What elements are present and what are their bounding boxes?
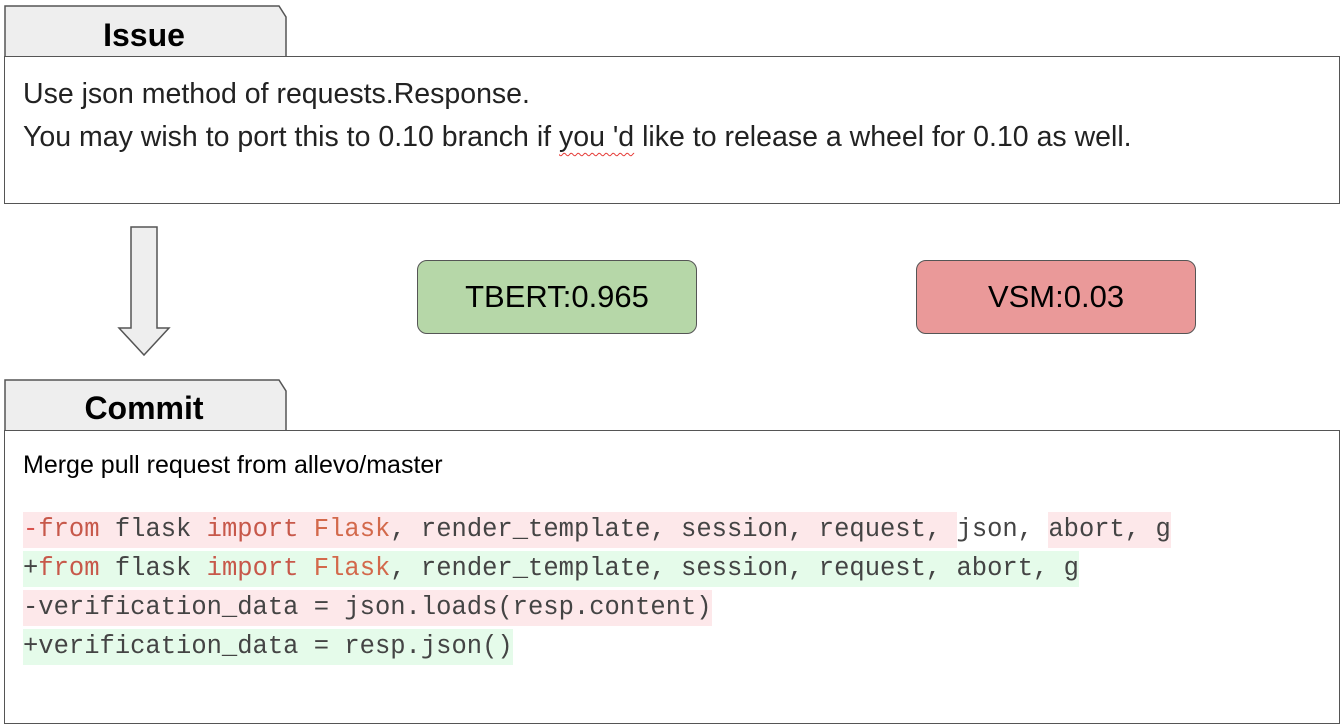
- tbert-score-box: TBERT:0.965: [417, 260, 697, 334]
- code-text: , render_template, session, request, abo…: [390, 554, 1079, 583]
- diff-added-segment: +from flask import Flask, render_templat…: [23, 551, 1079, 587]
- diff-minus-sign: -: [23, 515, 39, 544]
- code-text: flask: [99, 554, 207, 583]
- down-arrow-icon: [117, 226, 171, 357]
- commit-panel: Merge pull request from allevo/master -f…: [4, 430, 1340, 724]
- commit-tab: Commit: [4, 379, 287, 431]
- code-keyword: import: [206, 554, 299, 583]
- spellcheck-flagged-text: you 'd: [559, 121, 635, 153]
- diff-added-segment: +verification_data = resp.json(): [23, 629, 513, 665]
- code-text: [298, 512, 313, 548]
- code-keyword: import: [206, 515, 299, 544]
- issue-text-line-2-end: like to release a wheel for 0.10 as well…: [634, 121, 1132, 153]
- diff-line-removed-json-loads: -verification_data = json.loads(resp.con…: [23, 590, 1321, 626]
- code-text: , render_template, session, request,: [390, 515, 957, 544]
- commit-tab-label: Commit: [84, 390, 204, 426]
- diff-line-added-import: +from flask import Flask, render_templat…: [23, 551, 1321, 587]
- code-class-name: Flask: [313, 554, 391, 583]
- code-keyword: from: [38, 554, 100, 583]
- diff-line-removed-import: -from flask import Flask, render_templat…: [23, 512, 1321, 548]
- code-text: [298, 551, 313, 587]
- commit-message: Merge pull request from allevo/master: [23, 451, 443, 479]
- issue-tab: Issue: [4, 5, 287, 57]
- diff-plus-sign: +: [23, 554, 39, 583]
- issue-tab-label: Issue: [103, 17, 185, 53]
- diff-line-added-resp-json: +verification_data = resp.json(): [23, 629, 1321, 665]
- issue-text-line-2: You may wish to port this to 0.10 branch…: [23, 116, 1321, 159]
- vsm-score-box: VSM:0.03: [916, 260, 1196, 334]
- issue-panel: Use json method of requests.Response. Yo…: [4, 56, 1340, 204]
- issue-tab-shape: [4, 5, 287, 57]
- code-keyword: from: [38, 515, 100, 544]
- commit-tab-shape: [4, 379, 287, 431]
- issue-text-line-1: Use json method of requests.Response.: [23, 78, 530, 110]
- diff-removed-segment: -verification_data = json.loads(resp.con…: [23, 590, 712, 626]
- diff-removed-segment: -from flask import Flask, render_templat…: [23, 512, 957, 548]
- diff-removed-segment: abort, g: [1048, 512, 1171, 548]
- code-text: flask: [99, 515, 207, 544]
- code-class-name: Flask: [313, 515, 391, 544]
- diff-unchanged-segment: json,: [956, 512, 1049, 548]
- issue-text-line-2-start: You may wish to port this to 0.10 branch…: [23, 121, 559, 153]
